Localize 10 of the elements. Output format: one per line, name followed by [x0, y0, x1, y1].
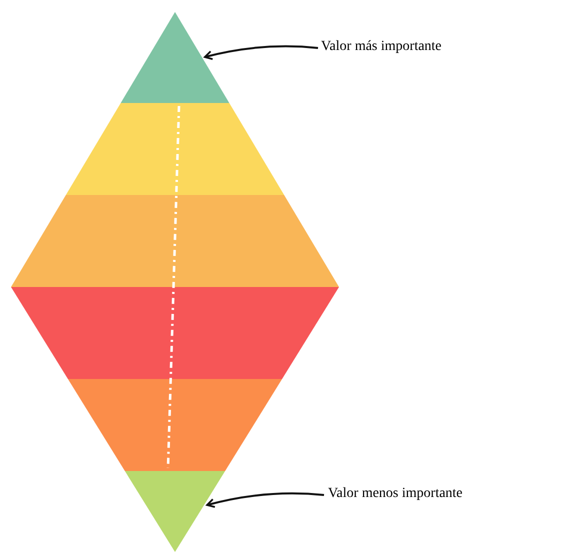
arrow	[204, 45, 318, 60]
arrow	[206, 492, 324, 508]
callout-text: Valor menos importante	[328, 485, 463, 503]
triangle-segment	[124, 471, 226, 552]
triangle-segment	[120, 12, 230, 103]
trapezoid-band	[66, 103, 284, 195]
trapezoid-band	[68, 379, 282, 471]
callout-text: Valor más importante	[321, 38, 442, 56]
trapezoid-band	[11, 287, 339, 379]
trapezoid-band	[11, 195, 339, 287]
